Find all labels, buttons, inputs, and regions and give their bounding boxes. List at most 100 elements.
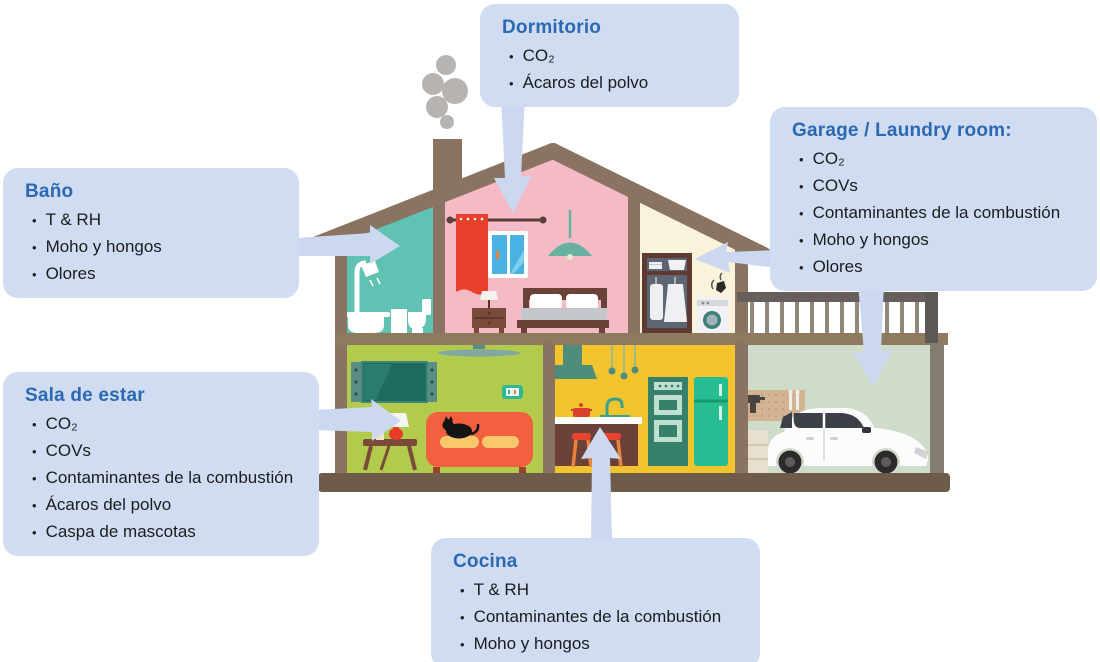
pollutant-item: •CO₂ [792, 146, 1083, 173]
callout-title: Sala de estar [25, 385, 145, 406]
pollutant-item: • Contaminantes de la combustión [792, 200, 1083, 227]
pollutant-item: • Caspa de mascotas [25, 519, 305, 546]
bullet-icon: • [799, 260, 804, 275]
pollutant-item: •Moho y hongos [792, 227, 1083, 254]
pollutant-item: • COVs [792, 173, 1083, 200]
bullet-icon: • [32, 240, 37, 255]
pollutant-item: • Ácaros del polvo [502, 70, 725, 97]
bullet-icon: • [799, 206, 804, 221]
pollutant-label: T & RH [473, 580, 529, 599]
pollutant-item: • Contaminantes de la combustión [453, 604, 746, 631]
pollutant-label: Olores [812, 257, 863, 276]
wrench-icons [788, 389, 800, 410]
callout-bano: Baño •T & RH•Moho y hongos•Olores [3, 168, 299, 298]
bullet-icon: • [460, 610, 465, 625]
pollutant-list: • CO₂ • Ácaros del polvo [502, 43, 725, 97]
curtain [456, 214, 488, 295]
callout-sala: Sala de estar • CO₂ • COVs • Contaminantes de… [3, 372, 319, 556]
bullet-icon: • [32, 213, 37, 228]
pollutant-list: • T & RH • Contaminantes de la combustión • M… [453, 577, 746, 658]
bullet-icon: • [460, 583, 465, 598]
sala-arrow [314, 399, 401, 441]
pollutant-label: CO₂ [45, 414, 78, 433]
pollutant-item: • Olores [792, 254, 1083, 281]
couch [426, 412, 533, 473]
pollutant-item: • COVs [25, 438, 305, 465]
bathtub-icon [344, 312, 390, 333]
pollutant-list: •T & RH•Moho y hongos•Olores [25, 207, 285, 288]
callout-garage: Garage / Laundry room: •CO₂•COVs•Contami… [770, 107, 1097, 291]
hamper-icon [391, 309, 407, 333]
pollutant-label: Contaminantes de la combustión [812, 203, 1061, 222]
range-hood [548, 343, 597, 379]
cocina-arrow [581, 427, 621, 540]
bullet-icon: • [32, 444, 37, 459]
pollutant-label: Caspa de mascotas [45, 522, 196, 541]
pollutant-label: CO₂ [522, 46, 555, 65]
pollutant-item: • Contaminantes de la combustión [25, 465, 305, 492]
smoke-icon [422, 55, 468, 129]
callout-title: Baño [25, 181, 74, 202]
pollutant-label: Moho y hongos [473, 634, 590, 653]
refrigerator [694, 377, 728, 466]
faucet [600, 397, 630, 418]
callout-cocina: Cocina • T & RH • Contaminantes de la combu… [431, 538, 760, 662]
bullet-icon: • [32, 498, 37, 513]
bullet-icon: • [32, 267, 37, 282]
bullet-icon: • [799, 179, 804, 194]
pollutant-label: Moho y hongos [45, 237, 162, 256]
pollutant-label: Ácaros del polvo [45, 495, 172, 514]
roof-right [545, 143, 772, 263]
pollutant-item: • Moho y hongos [453, 631, 746, 658]
pollutant-item: • T & RH [453, 577, 746, 604]
bano-arrow [296, 225, 400, 264]
pollutant-label: COVs [812, 176, 858, 195]
bullet-icon: • [460, 637, 465, 652]
pollutant-item: •T & RH [25, 207, 285, 234]
garage-left-arrow [695, 242, 778, 273]
callout-dormitorio: Dormitorio • CO₂ • Ácaros del polvo [480, 4, 739, 107]
sock-steam-icon [710, 272, 726, 293]
pollutant-item: • Ácaros del polvo [25, 492, 305, 519]
pendant-lights [608, 343, 639, 380]
bed [517, 288, 609, 334]
pollutant-list: •CO₂•COVs•Contaminantes de la combustión… [792, 146, 1083, 281]
bullet-icon: • [32, 471, 37, 486]
pollutant-label: Contaminantes de la combustión [45, 468, 294, 487]
bullet-icon: • [32, 525, 37, 540]
callout-title: Dormitorio [502, 17, 602, 38]
pollutant-label: COVs [45, 441, 91, 460]
cat [442, 416, 480, 439]
pollutant-label: Contaminantes de la combustión [473, 607, 722, 626]
bullet-icon: • [509, 49, 514, 64]
bullet-icon: • [32, 417, 37, 432]
pollutant-item: • CO₂ [502, 43, 725, 70]
bullet-icon: • [799, 233, 804, 248]
callout-title: Garage / Laundry room: [792, 120, 1012, 141]
washing-machine [697, 297, 728, 333]
wardrobe [642, 253, 692, 333]
window [488, 231, 528, 278]
bullet-icon: • [509, 76, 514, 91]
drill-icon [747, 395, 765, 413]
tv [351, 361, 437, 403]
pollutant-item: •Olores [25, 261, 285, 288]
garage-down-arrow [853, 284, 893, 386]
toilet-icon [408, 299, 431, 333]
cooking-pot [571, 403, 592, 417]
dormitorio-arrow [494, 97, 532, 213]
base-floor [318, 473, 950, 492]
pollutant-item: • CO₂ [25, 411, 305, 438]
car [768, 408, 928, 476]
pollutant-label: Ácaros del polvo [522, 73, 649, 92]
bullet-icon: • [799, 152, 804, 167]
nightstand [472, 308, 506, 334]
countertop [548, 417, 642, 424]
side-table [363, 439, 417, 471]
ceiling-fan [438, 343, 520, 357]
callout-title: Cocina [453, 551, 518, 572]
table-lamp-bedroom [480, 291, 498, 308]
pollutant-list: • CO₂ • COVs • Contaminantes de la combustión… [25, 411, 305, 546]
